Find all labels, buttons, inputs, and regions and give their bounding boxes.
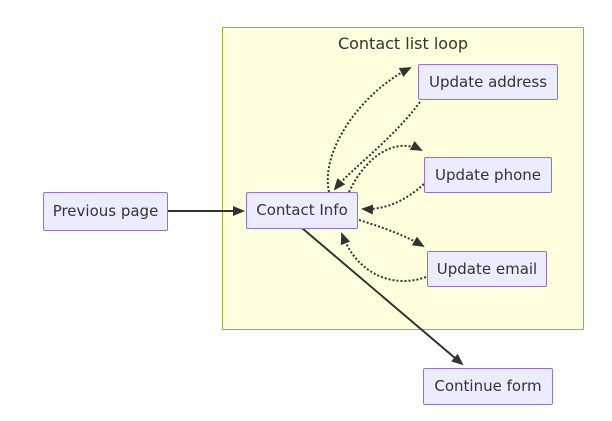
node-contact-info: Contact Info [246,192,358,229]
node-label-update-address: Update address [428,72,548,91]
cluster-label: Contact list loop [337,34,469,53]
node-continue-form: Continue form [423,368,553,405]
node-update-address: Update address [418,64,558,100]
edge-update_email-to-contact_info [340,232,427,282]
edge-contact_info-to-update_email [358,219,425,248]
edge-update_phone-to-contact_info [361,183,425,215]
node-label-update-phone: Update phone [434,165,542,184]
node-label-continue-form: Continue form [434,377,542,395]
node-update-email: Update email [427,251,547,287]
node-label-update-email: Update email [436,259,538,278]
edge-contact_info-to-update_address [326,67,412,193]
node-previous-page: Previous page [43,192,168,231]
edge-contact_info-to-continue_form [301,227,464,366]
node-label-previous-page: Previous page [52,202,159,220]
edge-contact_info-to-update_phone [348,140,423,193]
node-label-contact-info: Contact Info [256,201,348,219]
edge-group [168,67,464,366]
edge-update_address-to-contact_info [333,101,421,191]
node-update-phone: Update phone [424,157,552,193]
